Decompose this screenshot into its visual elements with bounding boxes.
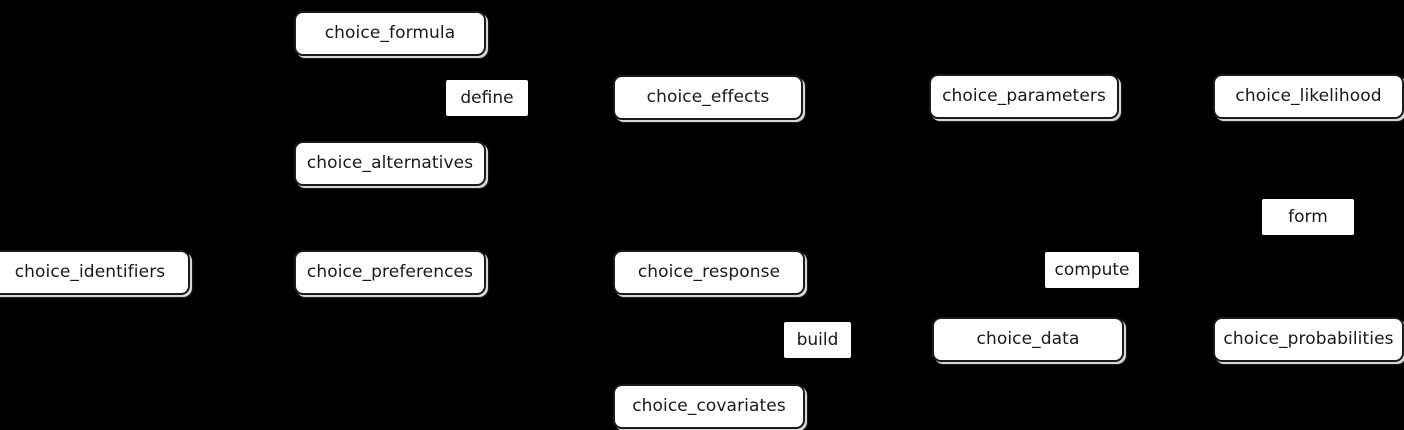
node-label: choice_covariates (632, 396, 786, 416)
node-choice_alternatives[interactable]: choice_alternatives (294, 141, 486, 186)
edge-label-text: define (460, 87, 514, 108)
node-choice_formula[interactable]: choice_formula (294, 11, 486, 56)
node-label: choice_formula (324, 23, 456, 43)
node-choice_effects[interactable]: choice_effects (613, 75, 803, 120)
node-label: choice_identifiers (14, 262, 166, 282)
edge-label-build: build (784, 322, 851, 358)
node-label: choice_effects (646, 87, 770, 107)
node-label: choice_parameters (942, 86, 1106, 106)
node-choice_identifiers[interactable]: choice_identifiers (0, 250, 190, 295)
node-label: choice_response (637, 262, 781, 282)
edge-label-text: build (796, 329, 839, 350)
edge-label-compute: compute (1045, 252, 1139, 288)
node-choice_response[interactable]: choice_response (613, 250, 805, 295)
node-choice_probabilities[interactable]: choice_probabilities (1213, 317, 1404, 362)
node-choice_parameters[interactable]: choice_parameters (929, 74, 1119, 119)
edge-label-text: form (1288, 206, 1328, 227)
node-label: choice_alternatives (306, 153, 474, 173)
node-choice_data[interactable]: choice_data (932, 317, 1124, 362)
node-label: choice_probabilities (1223, 329, 1394, 349)
node-choice_likelihood[interactable]: choice_likelihood (1213, 74, 1404, 119)
node-choice_covariates[interactable]: choice_covariates (613, 384, 805, 429)
node-label: choice_likelihood (1235, 86, 1382, 106)
node-label: choice_data (976, 329, 1080, 349)
edge-label-define: define (446, 80, 528, 116)
edge-label-text: compute (1054, 259, 1130, 280)
node-label: choice_preferences (306, 262, 474, 282)
node-choice_preferences[interactable]: choice_preferences (294, 250, 486, 295)
edge-label-form: form (1262, 199, 1354, 235)
